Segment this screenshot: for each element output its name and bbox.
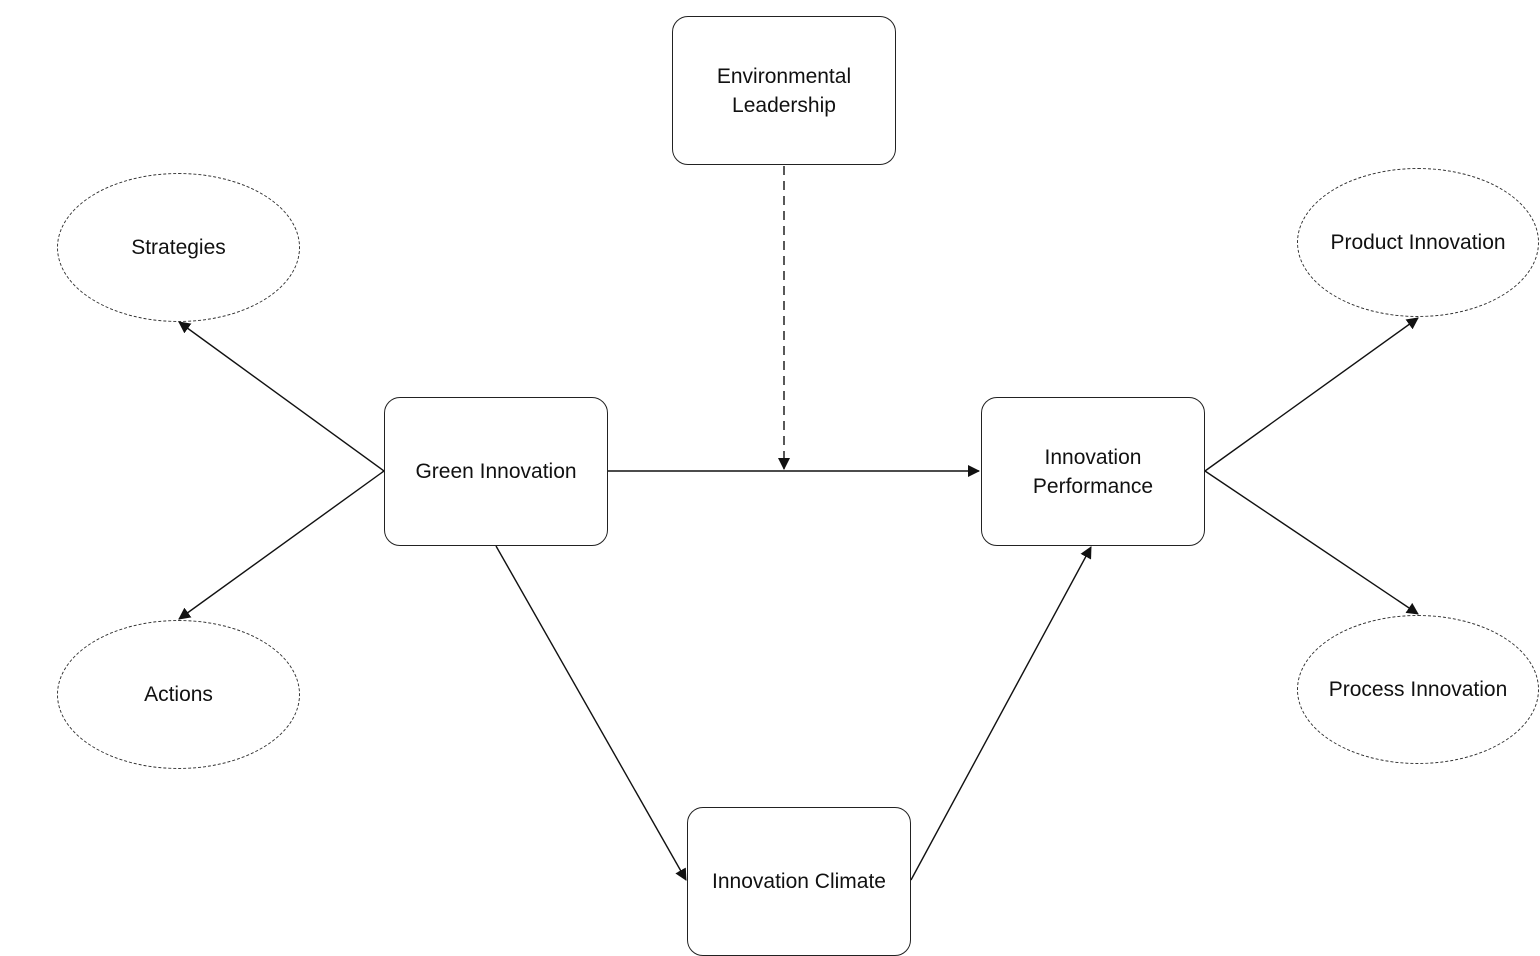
innovation-performance-box: Innovation Performance	[981, 397, 1205, 546]
arrow-green-to-strategies	[178, 321, 385, 472]
innovation-climate-label: Innovation Climate	[712, 870, 886, 893]
arrow-performance-to-process	[1204, 470, 1419, 615]
arrow-performance-to-product	[1204, 317, 1419, 472]
actions-ellipse: Actions	[57, 620, 300, 769]
arrow-green-to-actions	[178, 470, 385, 620]
green-innovation-label: Green Innovation	[415, 460, 577, 483]
environmental-leadership-line1: Environmental	[716, 64, 852, 88]
innovation-performance-line2: Performance	[1032, 474, 1154, 498]
environmental-leadership-box: Environmental Leadership	[672, 16, 896, 165]
product-innovation-label: Product Innovation	[1330, 231, 1506, 254]
actions-label: Actions	[144, 683, 213, 706]
environmental-leadership-line2: Leadership	[732, 93, 836, 117]
innovation-performance-line1: Innovation	[1044, 445, 1142, 469]
process-innovation-label: Process Innovation	[1328, 678, 1508, 701]
strategies-ellipse: Strategies	[57, 173, 300, 322]
strategies-label: Strategies	[131, 236, 226, 259]
innovation-performance-label: Innovation Performance	[1027, 443, 1159, 501]
environmental-leadership-label: Environmental Leadership	[711, 62, 857, 120]
arrow-green-to-climate	[495, 545, 687, 881]
arrow-climate-to-performance	[910, 546, 1092, 881]
process-innovation-ellipse: Process Innovation	[1297, 615, 1539, 764]
innovation-climate-box: Innovation Climate	[687, 807, 911, 956]
product-innovation-ellipse: Product Innovation	[1297, 168, 1539, 317]
green-innovation-box: Green Innovation	[384, 397, 608, 546]
